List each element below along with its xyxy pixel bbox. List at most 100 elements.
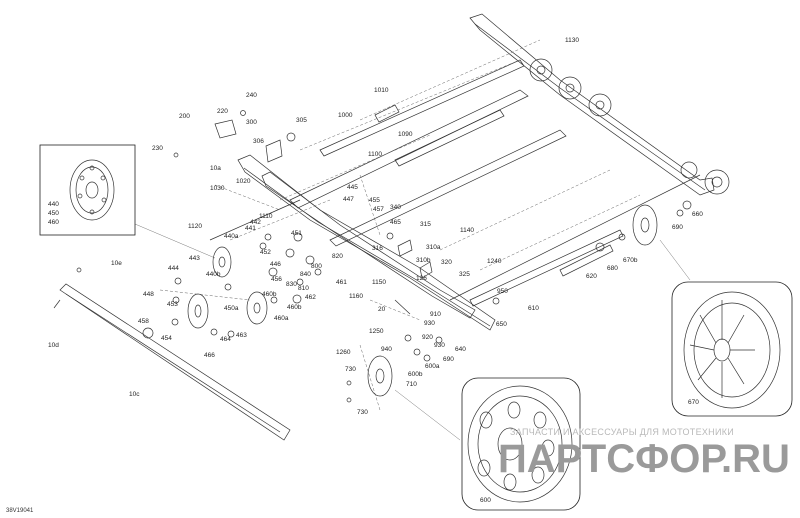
- rear-idler-wheels: [529, 58, 730, 195]
- callout-240: 240: [246, 92, 257, 99]
- callout-220: 220: [217, 108, 228, 115]
- callout-1140: 1140: [460, 227, 474, 234]
- callout-315: 315: [420, 221, 431, 228]
- callout-690: 690: [672, 224, 683, 231]
- callout-466: 466: [204, 352, 215, 359]
- callout-464: 464: [220, 336, 231, 343]
- assembly-guide-lines: [159, 39, 641, 411]
- callout-930: 930: [424, 320, 435, 327]
- callout-442: 442: [250, 219, 261, 226]
- callout-305: 305: [296, 117, 307, 124]
- callout-453: 453: [167, 301, 178, 308]
- callout-447: 447: [343, 196, 354, 203]
- callout-458: 458: [138, 318, 149, 325]
- callout-610: 610: [528, 305, 539, 312]
- callout-462: 462: [305, 294, 316, 301]
- callout-20: 20: [378, 306, 386, 313]
- callout-1090: 1090: [398, 131, 413, 138]
- callout-600: 600: [480, 497, 491, 504]
- inset-wheel-bottom: [461, 377, 581, 511]
- callout-452: 452: [260, 249, 271, 256]
- callout-950: 950: [497, 288, 508, 295]
- callout-1160: 1160: [349, 293, 363, 300]
- callout-1000: 1000: [338, 112, 353, 119]
- callout-200: 200: [179, 113, 190, 120]
- callout-660: 660: [692, 211, 703, 218]
- callout-463: 463: [236, 332, 247, 339]
- callout-316: 316: [372, 245, 383, 252]
- callout-920: 920: [422, 334, 433, 341]
- callout-300: 300: [246, 119, 257, 126]
- inset-wheel-right: [671, 281, 793, 417]
- callout-460a: 460a: [274, 315, 289, 322]
- watermark: ЗАПЧАСТИ И АКСЕССУАРЫ ДЛЯ МОТОТЕХНИКИ ПА…: [498, 427, 790, 481]
- callout-1100: 1100: [368, 151, 382, 158]
- callout-443: 443: [189, 255, 200, 262]
- callout-445: 445: [347, 184, 358, 191]
- callout-465: 465: [390, 219, 401, 226]
- callout-1010: 1010: [374, 87, 389, 94]
- callout-310b: 310b: [416, 257, 431, 264]
- callout-310a: 310a: [426, 244, 441, 251]
- callout-340: 340: [390, 204, 401, 211]
- callout-450a: 450a: [224, 305, 239, 312]
- callout-460b: 460b: [262, 291, 277, 298]
- inset-left-label-1: 450: [48, 210, 59, 217]
- callout-1020: 1020: [236, 178, 251, 185]
- callout-840: 840: [300, 271, 311, 278]
- callout-446: 446: [270, 261, 281, 268]
- callout-670: 670: [688, 399, 699, 406]
- callout-1120: 1120: [188, 223, 202, 230]
- callout-1110: 1110: [259, 213, 273, 220]
- inset-left-label-2: 460: [48, 219, 59, 226]
- drawing-id: 38V19041: [6, 508, 34, 514]
- callout-451: 451: [291, 230, 302, 237]
- callout-1250: 1250: [369, 328, 384, 335]
- callout-1030: 1030: [210, 185, 225, 192]
- callout-454: 454: [161, 335, 172, 342]
- callout-440a: 440a: [224, 233, 239, 240]
- callout-930: 930: [434, 342, 445, 349]
- callout-940: 940: [381, 346, 392, 353]
- callout-830: 830: [286, 281, 297, 288]
- callout-600b: 600b: [408, 371, 423, 378]
- callout-320: 320: [441, 259, 452, 266]
- callout-10c: 10c: [129, 391, 140, 398]
- callout-1150: 1150: [372, 279, 386, 286]
- callout-126: 126: [416, 275, 427, 282]
- inset-left-label-0: 440: [48, 201, 59, 208]
- callout-1240: 1240: [487, 258, 502, 265]
- inset-wheel-left: 440 450 460: [39, 144, 136, 236]
- callout-325: 325: [459, 271, 470, 278]
- shafts: [209, 59, 624, 307]
- callout-461: 461: [336, 279, 347, 286]
- callout-670b: 670b: [623, 257, 638, 264]
- callout-230: 230: [152, 145, 163, 152]
- callout-306: 306: [253, 138, 264, 145]
- watermark-tagline: ЗАПЧАСТИ И АКСЕССУАРЫ ДЛЯ МОТОТЕХНИКИ: [510, 427, 734, 437]
- watermark-logo: ПАРТСФОР.RU: [498, 437, 790, 481]
- callout-620: 620: [586, 273, 597, 280]
- slide-wear-strip: [53, 283, 291, 441]
- callout-448: 448: [143, 291, 154, 298]
- small-hardware: [76, 110, 692, 403]
- callout-730: 730: [357, 409, 368, 416]
- callout-10e: 10e: [111, 260, 122, 267]
- callout-1130: 1130: [565, 37, 579, 44]
- callout-910: 910: [430, 311, 441, 318]
- front-idler-wheels: [187, 204, 658, 397]
- callout-440b: 440b: [206, 271, 221, 278]
- callout-441: 441: [245, 225, 256, 232]
- main-rail-assembly: [237, 13, 715, 331]
- callout-640: 640: [455, 346, 466, 353]
- callout-455: 455: [369, 197, 380, 204]
- callout-710: 710: [406, 381, 417, 388]
- callout-810: 810: [298, 285, 309, 292]
- callout-1260: 1260: [336, 349, 351, 356]
- callout-460b: 460b: [287, 304, 302, 311]
- callout-800: 800: [311, 263, 322, 270]
- callout-444: 444: [168, 265, 179, 272]
- callout-730: 730: [345, 366, 356, 373]
